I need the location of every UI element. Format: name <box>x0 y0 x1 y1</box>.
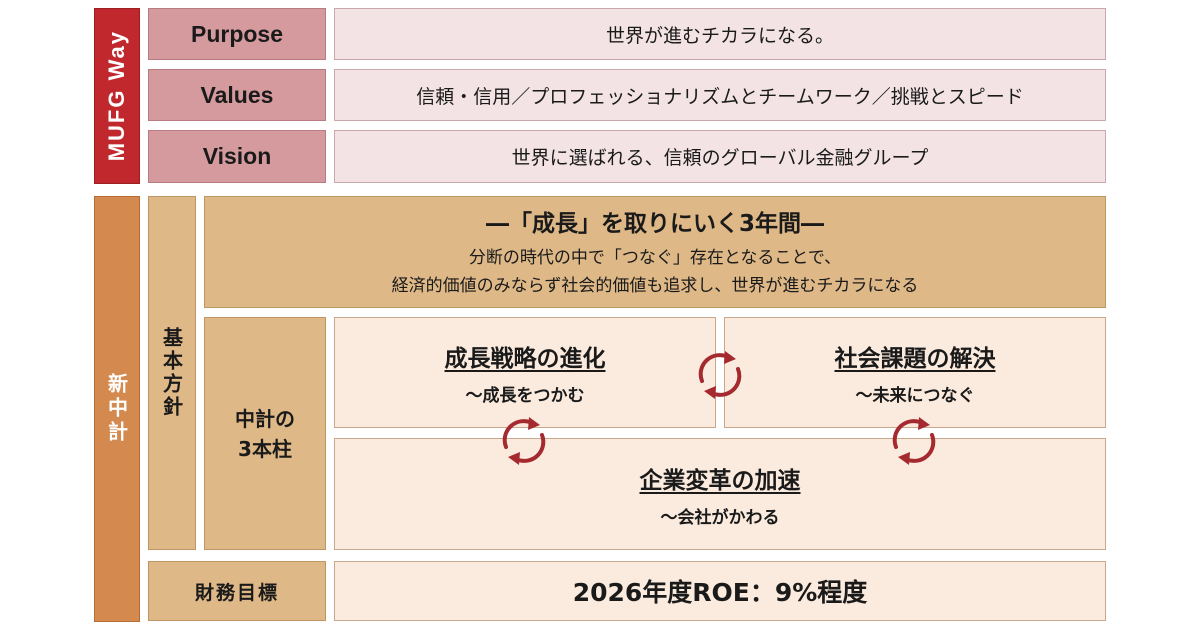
policy-title: ―「成長」を取りにいく3年間― <box>485 211 824 237</box>
pillar-growth-strategy: 成長戦略の進化 ～成長をつかむ <box>334 317 716 428</box>
pillar-title: 企業変革の加速 <box>639 467 801 494</box>
values-label: Values <box>148 69 326 121</box>
financial-target-label: 財務目標 <box>148 561 326 621</box>
pillar-title: 成長戦略の進化 <box>444 346 606 372</box>
vision-label: Vision <box>148 130 326 183</box>
cycle-arrows-icon <box>698 351 742 399</box>
purpose-label: Purpose <box>148 8 326 60</box>
values-value: 信頼・信用／プロフェッショナリズムとチームワーク／挑戦とスピード <box>334 69 1106 121</box>
pillar-corporate-transformation: 企業変革の加速 ～会社がかわる <box>334 438 1106 550</box>
cycle-arrows-icon <box>502 417 546 465</box>
pillar-subtitle: ～会社がかわる <box>660 507 780 528</box>
new-plan-side-label: 新中計 <box>94 196 140 622</box>
pillar-title: 社会課題の解決 <box>834 346 996 372</box>
purpose-value: 世界が進むチカラになる。 <box>334 8 1106 60</box>
cycle-arrows-icon <box>892 417 936 465</box>
three-pillars-label: 中計の 3本柱 <box>204 317 326 550</box>
policy-line-1: 分断の時代の中で「つなぐ」存在となることで、 <box>468 248 842 268</box>
mufg-way-side-label: MUFG Way <box>94 8 140 184</box>
three-pillars-label-line-2: 3本柱 <box>238 436 292 461</box>
financial-target-value: 2026年度ROE：9%程度 <box>334 561 1106 621</box>
basic-policy-label: 基本方針 <box>148 196 196 550</box>
policy-box: ―「成長」を取りにいく3年間― 分断の時代の中で「つなぐ」存在となることで、 経… <box>204 196 1106 308</box>
vision-value: 世界に選ばれる、信頼のグローバル金融グループ <box>334 130 1106 183</box>
pillar-subtitle: ～成長をつかむ <box>465 386 585 406</box>
policy-line-2: 経済的価値のみならず社会的価値も追求し、世界が進むチカラになる <box>391 276 919 296</box>
pillar-social-issues: 社会課題の解決 ～未来につなぐ <box>724 317 1106 428</box>
pillar-subtitle: ～未来につなぐ <box>855 386 975 406</box>
three-pillars-label-line-1: 中計の <box>235 406 295 431</box>
